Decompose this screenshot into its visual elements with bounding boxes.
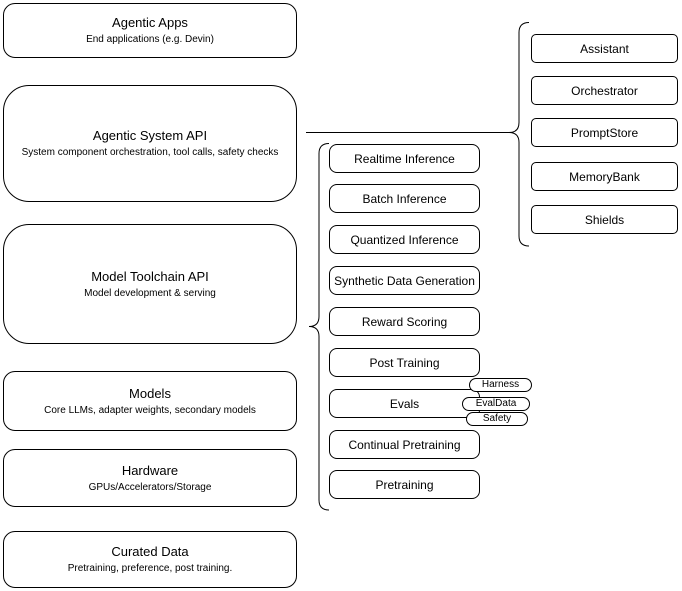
node-quantized-inference: Quantized Inference [329,225,480,254]
node-subtitle: System component orchestration, tool cal… [21,147,279,158]
node-curated-data: Curated Data Pretraining, preference, po… [3,531,297,588]
node-label: PromptStore [570,125,639,140]
node-subtitle: GPUs/Accelerators/Storage [88,481,212,493]
node-pretraining: Pretraining [329,470,480,499]
node-label: Continual Pretraining [348,437,461,452]
node-hardware: Hardware GPUs/Accelerators/Storage [3,449,297,507]
node-title: Model Toolchain API [91,268,209,284]
node-label: Post Training [369,355,440,370]
pill-label: EvalData [475,398,517,409]
pill-harness: Harness [469,378,532,392]
pill-evaldata: EvalData [462,397,530,411]
pill-safety: Safety [466,412,528,426]
node-subtitle: Pretraining, preference, post training. [67,563,233,574]
node-title: Models [129,385,171,401]
node-models: Models Core LLMs, adapter weights, secon… [3,371,297,431]
node-subtitle: Core LLMs, adapter weights, secondary mo… [44,404,256,416]
node-title: Curated Data [111,544,189,559]
node-label: Shields [584,212,625,227]
node-post-training: Post Training [329,348,480,377]
node-label: Quantized Inference [350,232,459,247]
node-label: Batch Inference [362,191,447,206]
node-reward-scoring: Reward Scoring [329,307,480,336]
pill-label: Harness [481,379,520,390]
node-shields: Shields [531,205,678,234]
node-memorybank: MemoryBank [531,162,678,191]
node-realtime-inference: Realtime Inference [329,144,480,173]
node-title: Agentic System API [92,128,208,143]
node-label: Synthetic Data Generation [334,273,475,288]
node-label: Assistant [580,41,629,56]
node-agentic-system-api: Agentic System API System component orch… [3,85,297,202]
middle-column-brace [308,143,330,511]
node-continual-pretraining: Continual Pretraining [329,430,480,459]
node-assistant: Assistant [531,34,678,63]
node-orchestrator: Orchestrator [531,76,678,105]
node-label: Pretraining [375,477,434,492]
node-label: Evals [389,396,420,411]
node-title: Hardware [121,462,179,478]
node-subtitle: End applications (e.g. Devin) [86,34,214,45]
node-agentic-apps: Agentic Apps End applications (e.g. Devi… [3,3,297,58]
right-column-brace [508,22,530,247]
node-label: Realtime Inference [354,151,455,166]
pill-label: Safety [482,413,512,424]
node-model-toolchain-api: Model Toolchain API Model development & … [3,224,297,344]
node-label: Orchestrator [571,83,638,98]
node-evals: Evals [329,389,480,418]
node-title: Agentic Apps [112,15,188,30]
node-subtitle: Model development & serving [84,287,216,299]
node-synthetic-data-generation: Synthetic Data Generation [329,266,480,295]
node-label: MemoryBank [569,169,640,184]
node-batch-inference: Batch Inference [329,184,480,213]
node-promptstore: PromptStore [531,118,678,147]
node-label: Reward Scoring [361,314,448,329]
